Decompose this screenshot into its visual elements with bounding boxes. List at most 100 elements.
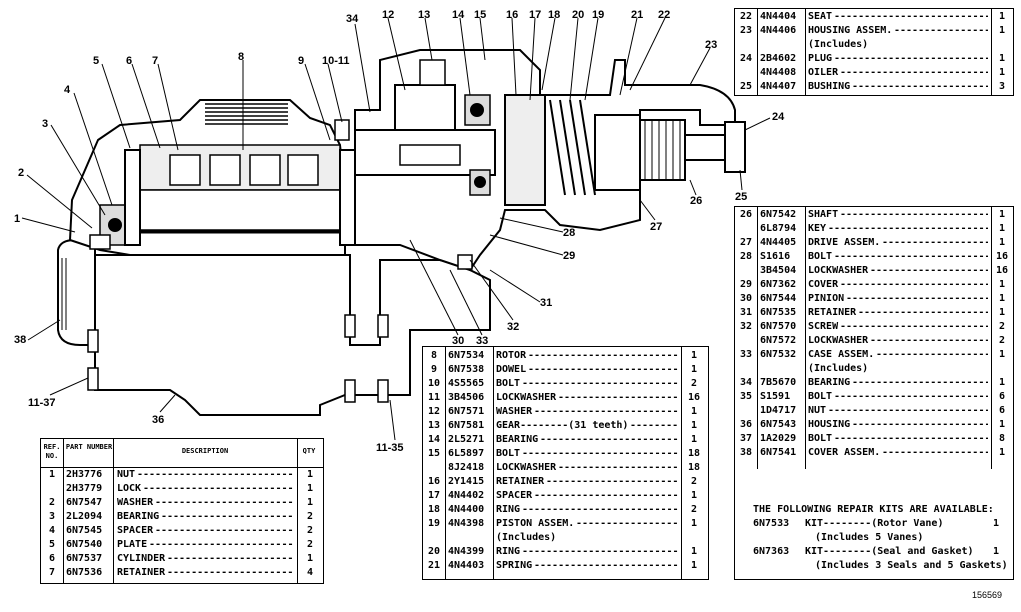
cell-desc: COVER ASSEM. [808,447,881,458]
cell-desc: BOLT [496,378,521,389]
cell-ref: 9 [430,364,438,375]
cell-ref: 18 [427,504,441,515]
cell-qty: 18 [687,462,701,473]
kit-part: 6N7363 [753,546,790,557]
cell-qty: 1 [998,223,1006,234]
callout-27: 27 [650,221,662,233]
cell-desc: BEARING [496,434,539,445]
cell-ref: 7 [48,567,56,578]
dot-leader: ----------------------------------------… [882,447,988,458]
cell-part: 4S5565 [448,378,485,389]
cell-desc: PLUG [808,53,833,64]
cell-qty: 2 [690,378,698,389]
table-row: ----------------------------------------… [735,432,1013,446]
dot-leader: ----------------------------------------… [882,237,988,248]
cell-part: 6N7532 [760,349,797,360]
table-row: ----------------------------------------… [735,264,1013,278]
cell-desc: BEARING [808,377,851,388]
cell-part: 6N7570 [760,321,797,332]
table-row: ----------------------------------------… [423,405,708,419]
dot-leader: ----------------------------------------… [834,53,988,64]
cell-part: 6N7543 [760,419,797,430]
dot-leader: ----------------------------------------… [870,265,988,276]
cell-desc: BEARING [117,511,160,522]
cell-ref: 12 [427,406,441,417]
cell-part: 4N4403 [448,560,485,571]
table-row: ----------------------------------------… [735,250,1013,264]
cell-qty: 8 [998,433,1006,444]
cell-part: 2H3779 [66,483,103,494]
cell-part: 4N4400 [448,504,485,515]
cell-ref: 22 [739,11,753,22]
cell-qty: 1 [306,553,314,564]
dot-leader: ----------------------------------------… [576,518,678,529]
dot-leader: ----------------------------------------… [534,406,678,417]
cell-qty: 1 [998,67,1006,78]
cell-ref: 20 [427,546,441,557]
callout-29: 29 [563,250,575,262]
cell-part: 6N7581 [448,420,485,431]
callout-19: 19 [592,9,604,21]
dot-leader: ----------------------------------------… [155,497,294,508]
table-row: ----------------------------------------… [423,559,708,573]
cell-desc: SPRING [496,560,533,571]
cell-part: 6N7541 [760,447,797,458]
cell-part: 6N7535 [760,307,797,318]
cell-qty: 2 [998,321,1006,332]
table-row: ----------------------------------------… [423,349,708,363]
cell-ref: 24 [739,53,753,64]
callout-21: 21 [631,9,643,21]
cell-part: 1A2029 [760,433,797,444]
callout-12: 12 [382,9,394,21]
cell-part: 4N4399 [448,546,485,557]
callout-22: 22 [658,9,670,21]
table-row: ----------------------------------------… [423,433,708,447]
table-row: ----------------------------------------… [735,418,1013,432]
cell-ref: 31 [739,307,753,318]
cell-ref: 34 [739,377,753,388]
cell-desc: (Includes) [496,532,557,543]
cell-qty: 1 [998,279,1006,290]
cell-part: 4N4402 [448,490,485,501]
cell-desc: CYLINDER [117,553,166,564]
cell-ref: 5 [48,539,56,550]
cell-desc: LOCKWASHER [808,265,869,276]
cell-ref: 25 [739,81,753,92]
cell-desc: SPACER [117,525,154,536]
cell-desc: HOUSING [808,419,851,430]
callout-18: 18 [548,9,560,21]
dot-leader: ----------------------------------------… [528,350,678,361]
cell-qty: 6 [998,391,1006,402]
cell-ref: 13 [427,420,441,431]
cell-part: 4N4404 [760,11,797,22]
cell-ref: 32 [739,321,753,332]
dot-leader: ----------------------------------------… [840,321,988,332]
cell-desc: NUT [117,469,136,480]
cell-qty: 1 [998,11,1006,22]
callout-10-11: 10-11 [322,55,350,67]
table-row: ----------------------------------------… [41,496,323,510]
figure-id: 156569 [972,590,1003,600]
cell-desc: (Includes) [808,363,869,374]
table-row: ----------------------------------------… [735,320,1013,334]
dot-leader: ----------------------------------------… [834,433,988,444]
dot-leader: ----------------------------------------… [558,462,678,473]
table-row: ----------------------------------------… [41,538,323,552]
cell-ref: 8 [430,350,438,361]
table-row: ----------------------------------------… [735,24,1013,38]
cell-desc: HOUSING ASSEM. [808,25,893,36]
callout-13: 13 [418,9,430,21]
table-row: ----------------------------------------… [423,503,708,517]
table-row: ----------------------------------------… [735,208,1013,222]
table-row: ----------------------------------------… [423,475,708,489]
cell-desc: PISTON ASSEM. [496,518,575,529]
dot-leader: ----------------------------------------… [161,511,294,522]
cell-desc: DRIVE ASSEM. [808,237,881,248]
table-row: ----------------------------------------… [423,447,708,461]
dot-leader: ----------------------------------------… [852,419,988,430]
cell-ref: 2 [48,497,56,508]
dot-leader: ----------------------------------------… [522,448,678,459]
cell-desc: RETAINER [808,307,857,318]
cell-desc: SEAT [808,11,833,22]
